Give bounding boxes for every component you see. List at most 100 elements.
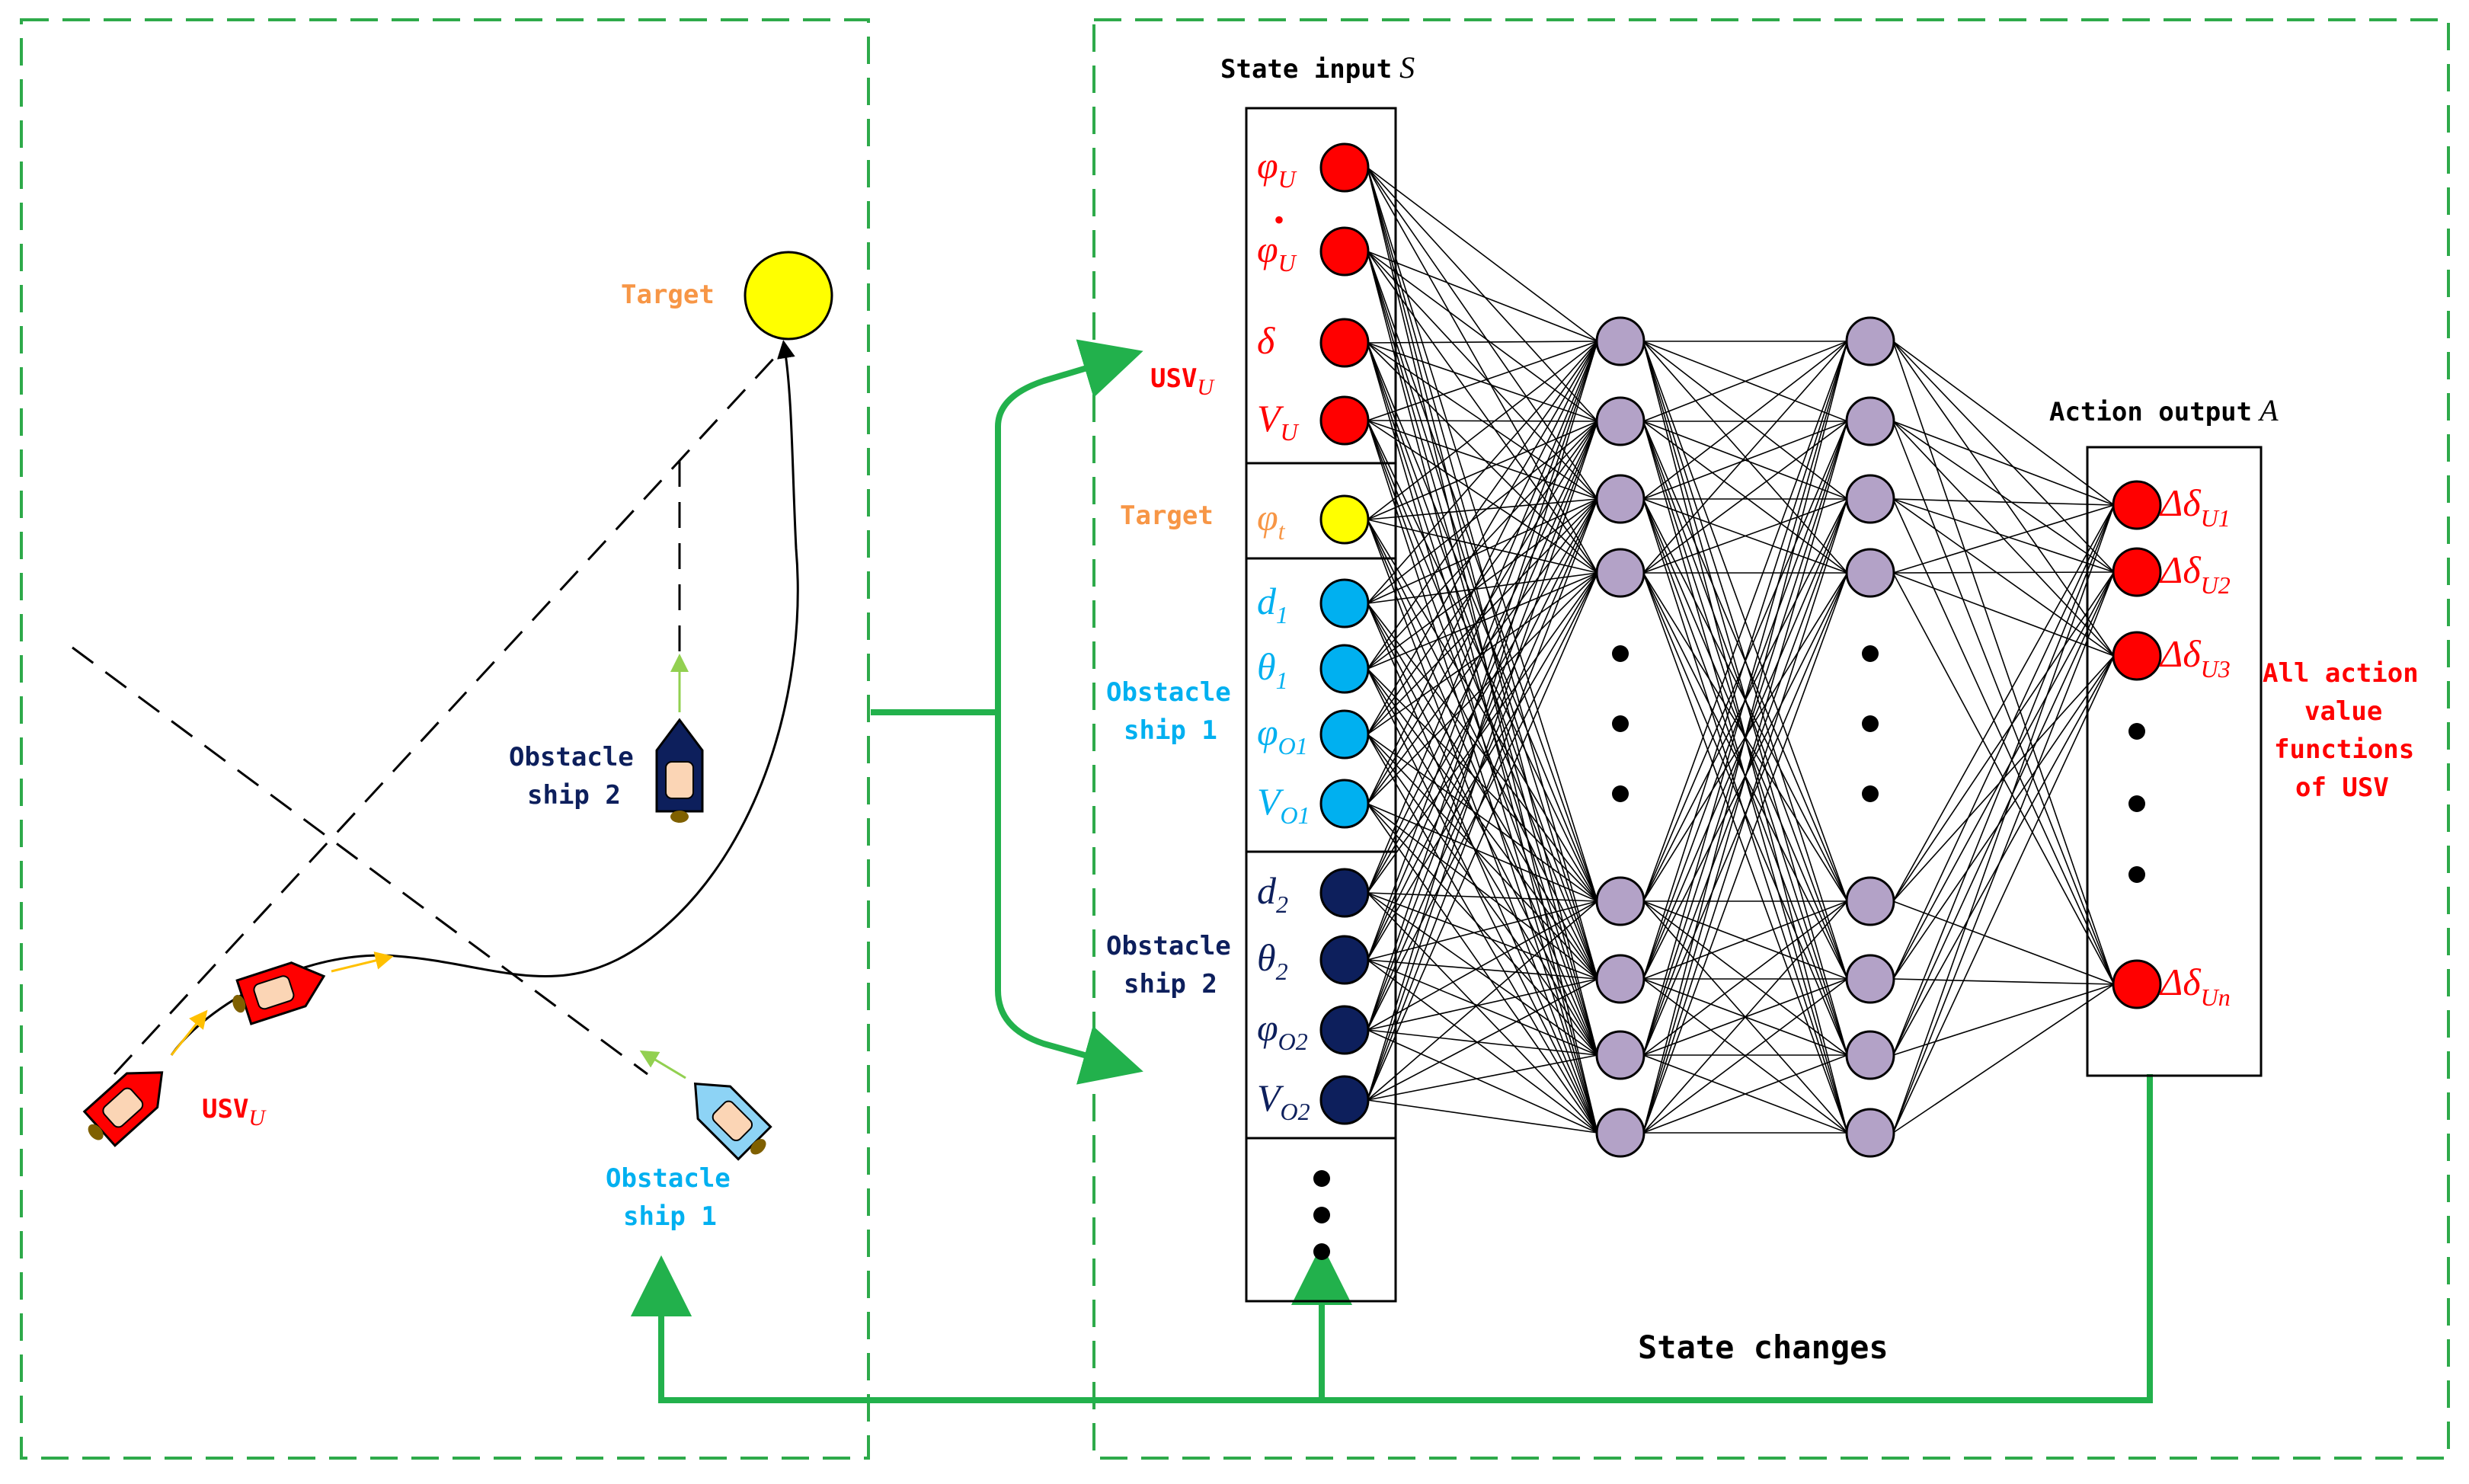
edge-h2-out [1892,571,2115,1134]
network-edges [1367,167,2115,1134]
input-node [1319,868,1370,918]
network-nodes [1313,142,2162,1260]
edge-in-h1 [1367,498,1598,1031]
obstacle2-label-line1: Obstacle [509,742,634,772]
edge-in-h1 [1367,421,1598,894]
input-node [1319,1005,1370,1055]
output-node [2112,547,2162,597]
hidden-node [1595,876,1645,926]
edge-in-h1 [1367,603,1598,1134]
output-ellipsis-dot [2128,795,2145,812]
edge-in-h1 [1367,1054,1598,1101]
edge-in-h1 [1367,167,1598,902]
usv-trajectory [170,340,799,1056]
input-symbol: VO2 [1257,1076,1310,1125]
target-marker [744,251,833,341]
input-node [1319,578,1370,628]
edge-in-h1 [1367,498,1598,670]
input-symbol: d2 [1257,869,1288,918]
input-symbol: φt [1257,496,1286,545]
hidden-node [1845,316,1895,366]
edge-in-h1 [1367,572,1598,961]
group-label-obstacle2-line2: ship 2 [1124,969,1217,999]
edge-h2-out [1892,341,2115,506]
group-label-usv: USVU [1150,363,1215,400]
edge-h1-h2 [1642,498,1848,1134]
edge-h2-out [1892,341,2115,985]
output-symbol: ΔδU1 [2159,481,2231,532]
input-symbol: VO1 [1257,780,1310,829]
hidden-ellipsis-dot [1862,715,1879,732]
edge-in-h1 [1367,498,1598,894]
edge-in-h1 [1367,900,1598,1101]
group-label-obstacle2-line1: Obstacle [1106,931,1231,961]
edge-h2-out [1892,572,2115,657]
edge-in-h1 [1367,421,1598,735]
edge-h1-h2 [1642,900,1848,1134]
output-ellipsis-dot [2128,866,2145,883]
edge-in-h1 [1367,734,1598,980]
obstacle-ship-1-icon [639,1050,772,1161]
edge-h2-out [1892,498,2115,506]
obstacle1-label-line2: ship 1 [623,1201,717,1232]
right-frame [1092,18,2450,1460]
all-action-line4: of USV [2295,772,2389,803]
edge-in-h1 [1367,341,1598,894]
edge-in-h1 [1367,342,1598,422]
edge-in-h1 [1367,498,1598,604]
edge-h2-out [1892,421,2115,506]
group-label-obstacle1-line2: ship 1 [1124,715,1217,746]
edge-in-h1 [1367,978,1598,1031]
output-ellipsis-dot [2128,723,2145,740]
edge-in-h1 [1367,421,1598,670]
input-symbol: δ [1257,319,1275,362]
hidden-node [1595,396,1645,446]
hidden-node [1845,954,1895,1004]
edge-in-h1 [1367,900,1598,1031]
edge-in-h1 [1367,1029,1598,1134]
input-ellipsis-dot [1313,1243,1330,1260]
edge-h2-out [1892,341,2115,573]
edge-h2-out [1892,655,2115,1056]
edge-h1-h2 [1642,341,1848,422]
hidden-node [1595,954,1645,1004]
input-node [1319,494,1370,545]
edge-in-h1 [1367,342,1598,902]
edge-in-h1 [1367,420,1598,980]
edge-in-h1 [1367,498,1598,961]
edge-h2-out [1892,571,2115,902]
hidden-ellipsis-dot [1612,645,1629,662]
edge-in-h1 [1367,572,1598,1031]
hidden-ellipsis-dot [1612,785,1629,802]
action-output-box [2086,446,2263,1077]
edge-h2-out [1892,504,2115,902]
edge-in-h1 [1367,167,1598,574]
edge-h1-h2 [1642,978,1848,1134]
left-scene: Target Obstacle ship 2 Obstacle ship 1 [72,251,833,1232]
edge-in-h1 [1367,341,1598,344]
edge-in-h1 [1367,959,1598,980]
edge-h1-h2 [1642,341,1848,1134]
obstacle1-label-line1: Obstacle [606,1163,731,1194]
input-node [1319,935,1370,985]
edge-h2-out [1892,504,2115,1134]
edge-in-h1 [1367,251,1598,902]
edge-in-h1 [1367,900,1598,961]
output-symbol: ΔδU2 [2159,549,2231,599]
edge-h2-out [1892,978,2115,985]
hidden-node [1845,548,1895,598]
state-changes-label: State changes [1638,1329,1889,1366]
edge-h2-out [1892,571,2115,1056]
input-node [1319,395,1370,446]
edge-h1-h2 [1642,498,1848,574]
all-action-line3: functions [2274,734,2414,765]
edge-h2-out [1892,571,2115,980]
obstacle2-label-line2: ship 2 [527,780,621,811]
edge-in-h1 [1367,1029,1598,1056]
edge-in-h1 [1367,803,1598,902]
state-input-box [1245,107,1397,1303]
edge-in-h1 [1367,734,1598,902]
edge-h2-out [1892,421,2115,573]
edge-in-h1 [1367,668,1598,1134]
